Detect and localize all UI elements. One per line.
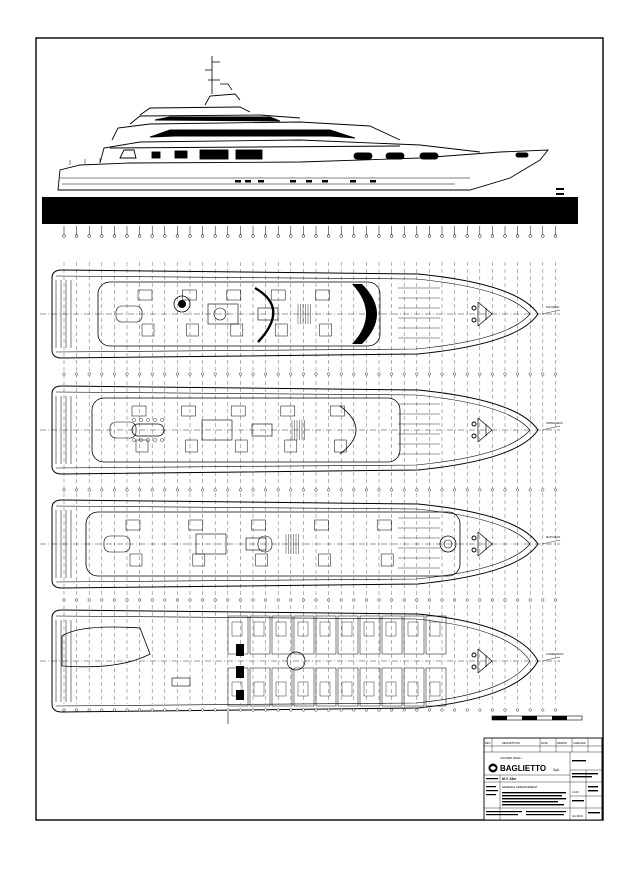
title-block-fine-print [486, 760, 600, 816]
waterline-band [42, 197, 578, 224]
deck-label: LOWER DECK [546, 652, 564, 656]
svg-text:DRAWN: DRAWN [557, 741, 567, 745]
title-block: REV. DESCRIPTION DATE DRAWN CHECKED CANT… [483, 737, 603, 821]
sun-deck-plan: SUN DECK [40, 269, 561, 359]
deck-label: UPPER DECK [546, 421, 563, 425]
brand-name: BAGLIETTO [500, 764, 546, 773]
drawing-number: GA 43/01 [572, 814, 583, 818]
profile-view [57, 56, 549, 191]
deck-plans: SUN DECK UPPER DECK MAIN DECK LOWER DECK [40, 269, 564, 724]
revision-header: REV. DESCRIPTION DATE DRAWN CHECKED [485, 741, 586, 745]
brand-suffix: SpA [553, 768, 560, 772]
lower-deck-plan: LOWER DECK [40, 609, 564, 724]
logo-caption: CANTIERI NAVALI [500, 756, 522, 760]
deck-label: MAIN DECK [546, 535, 561, 539]
svg-text:DESCRIPTION: DESCRIPTION [502, 741, 520, 745]
scale-bar [491, 715, 583, 721]
upper-deck-plan: UPPER DECK [40, 385, 563, 475]
scale-value: 1:100 [572, 790, 579, 794]
deck-label: SUN DECK [546, 305, 560, 309]
frame-dimension-lines [62, 262, 557, 712]
svg-text:CHECKED: CHECKED [573, 741, 586, 745]
sheet-title: GENERAL ARRANGEMENT [502, 785, 538, 789]
project-name: M.Y. 43m [502, 777, 516, 781]
waterline-markers [556, 188, 564, 195]
svg-text:REV.: REV. [485, 741, 491, 745]
drawing-border [35, 37, 604, 821]
svg-text:DATE: DATE [541, 741, 548, 745]
revision-table [484, 738, 602, 753]
main-deck-plan: MAIN DECK [40, 499, 561, 589]
profile-frame-stations [62, 226, 558, 238]
